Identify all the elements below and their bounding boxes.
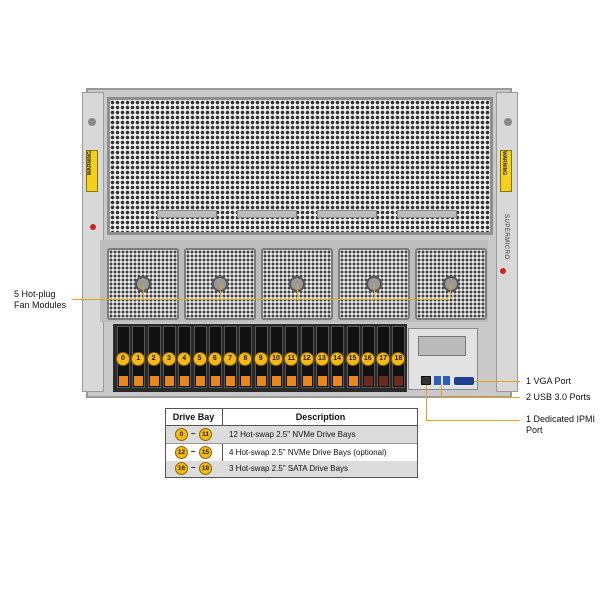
right-warning-text: WARNING bbox=[501, 151, 507, 176]
usb-callout-tick bbox=[441, 385, 442, 397]
left-screw-icon bbox=[88, 118, 96, 126]
drive-number-badge: 6 bbox=[207, 352, 222, 366]
fan-callout-tick bbox=[297, 284, 298, 299]
bay-end-badge: 15 bbox=[199, 446, 212, 459]
drive-number-badge: 5 bbox=[192, 352, 207, 366]
ipmi-callout-text: Port bbox=[526, 425, 543, 435]
fan-count-text: 5 Hot-plug bbox=[14, 289, 56, 299]
vga-port-icon[interactable] bbox=[454, 377, 474, 385]
brand-logo: SUPERMICRO bbox=[503, 214, 509, 260]
drive-number-badge: 13 bbox=[314, 352, 329, 366]
row-description: 4 Hot-swap 2.5" NVMe Drive Bays (optiona… bbox=[229, 448, 387, 457]
drive-latch-icon[interactable] bbox=[363, 376, 373, 386]
drive-latch-icon[interactable] bbox=[272, 376, 281, 386]
drive-number-badge: 17 bbox=[376, 352, 391, 366]
drive-latch-icon[interactable] bbox=[210, 376, 220, 386]
ipmi-callout-tick bbox=[426, 385, 427, 420]
row-divider bbox=[166, 443, 417, 444]
drive-latch-icon[interactable] bbox=[317, 376, 327, 386]
right-warning-label: WARNING bbox=[500, 150, 512, 192]
usb-callout-label: 2 USB 3.0 Ports bbox=[526, 392, 591, 402]
drive-number-badge: 3 bbox=[161, 352, 176, 366]
bay-start-badge: 12 bbox=[175, 446, 188, 459]
fan-callout-tick bbox=[450, 284, 451, 299]
table-header-row bbox=[165, 408, 418, 426]
fan-callout-tick bbox=[374, 284, 375, 299]
drive-latch-icon[interactable] bbox=[149, 376, 159, 386]
drive-number-badge: 16 bbox=[360, 352, 375, 366]
drive-latch-icon[interactable] bbox=[348, 376, 358, 386]
ipmi-callout-label: 1 Dedicated IPMI Port bbox=[526, 414, 595, 436]
fan-callout-tick bbox=[220, 284, 221, 299]
drive-latch-icon[interactable] bbox=[379, 376, 389, 386]
table-row bbox=[166, 461, 417, 477]
grille-bracket bbox=[157, 210, 217, 218]
row-description: 12 Hot-swap 2.5" NVMe Drive Bays bbox=[229, 430, 356, 439]
drive-number-badge: 15 bbox=[345, 352, 360, 366]
drive-number-badge: 10 bbox=[269, 352, 283, 366]
ipmi-callout-line bbox=[426, 420, 520, 421]
drive-latch-icon[interactable] bbox=[134, 376, 144, 386]
usb-port-icon[interactable] bbox=[434, 376, 441, 385]
fan-callout-line bbox=[72, 299, 450, 300]
usb-port-icon[interactable] bbox=[443, 376, 450, 385]
drive-latch-icon[interactable] bbox=[180, 376, 190, 386]
drive-number-badge: 7 bbox=[223, 352, 238, 366]
io-cover bbox=[418, 336, 466, 356]
drive-latch-icon[interactable] bbox=[164, 376, 174, 386]
drive-number-badge: 8 bbox=[238, 352, 253, 366]
fan-type-text: Fan Modules bbox=[14, 300, 67, 310]
left-warning-text: WARNING bbox=[87, 151, 93, 176]
fan-hub bbox=[443, 276, 459, 292]
ipmi-callout-text: 1 Dedicated IPMI bbox=[526, 414, 596, 424]
drive-latch-icon[interactable] bbox=[119, 376, 128, 386]
row-description: 3 Hot-swap 2.5" SATA Drive Bays bbox=[229, 464, 349, 473]
drive-number-badge: 0 bbox=[116, 352, 130, 366]
fan-module-icon[interactable] bbox=[415, 248, 487, 320]
table-row bbox=[166, 426, 417, 443]
fan-callout-label: 5 Hot-plug Fan Modules bbox=[14, 289, 66, 311]
power-led-icon bbox=[90, 224, 96, 230]
range-dash: – bbox=[191, 429, 196, 438]
table-header-description: Description bbox=[295, 412, 346, 422]
grille-bracket bbox=[397, 210, 457, 218]
drive-number-badge: 11 bbox=[284, 352, 299, 366]
drive-latch-icon[interactable] bbox=[241, 376, 251, 386]
drive-latch-icon[interactable] bbox=[226, 376, 236, 386]
drive-latch-icon[interactable] bbox=[195, 376, 205, 386]
drive-latch-icon[interactable] bbox=[333, 376, 343, 386]
bay-end-badge: 18 bbox=[199, 462, 212, 475]
drive-number-badge: 14 bbox=[330, 352, 345, 366]
drive-latch-icon[interactable] bbox=[256, 376, 266, 386]
drive-number-badge: 12 bbox=[299, 352, 314, 366]
drive-number-badge: 4 bbox=[177, 352, 192, 366]
drive-number-badge: 9 bbox=[253, 352, 268, 366]
status-led-icon bbox=[500, 268, 506, 274]
range-dash: – bbox=[191, 447, 196, 456]
table-header-bay: Drive Bay bbox=[172, 412, 215, 422]
drive-number-badge: 2 bbox=[146, 352, 161, 366]
drive-latch-icon[interactable] bbox=[394, 376, 404, 386]
vga-callout-line bbox=[474, 381, 520, 382]
left-warning-label: WARNING bbox=[86, 150, 98, 192]
fan-callout-tick bbox=[143, 284, 144, 299]
ipmi-port-icon[interactable] bbox=[421, 376, 431, 385]
right-screw-icon bbox=[504, 118, 512, 126]
bay-start-badge: 16 bbox=[175, 462, 188, 475]
grille-bracket bbox=[317, 210, 377, 218]
drive-latch-icon[interactable] bbox=[302, 376, 312, 386]
drive-number-badge: 18 bbox=[391, 352, 406, 366]
drive-latch-icon[interactable] bbox=[287, 376, 297, 386]
drive-number-badge: 1 bbox=[131, 352, 146, 366]
range-dash: – bbox=[191, 463, 196, 472]
usb-callout-line bbox=[441, 397, 520, 398]
bay-end-badge: 11 bbox=[199, 428, 212, 441]
fan-module-icon[interactable] bbox=[107, 248, 179, 320]
grille-bracket bbox=[237, 210, 297, 218]
vga-callout-label: 1 VGA Port bbox=[526, 376, 572, 386]
bay-start-badge: 0 bbox=[175, 428, 188, 441]
